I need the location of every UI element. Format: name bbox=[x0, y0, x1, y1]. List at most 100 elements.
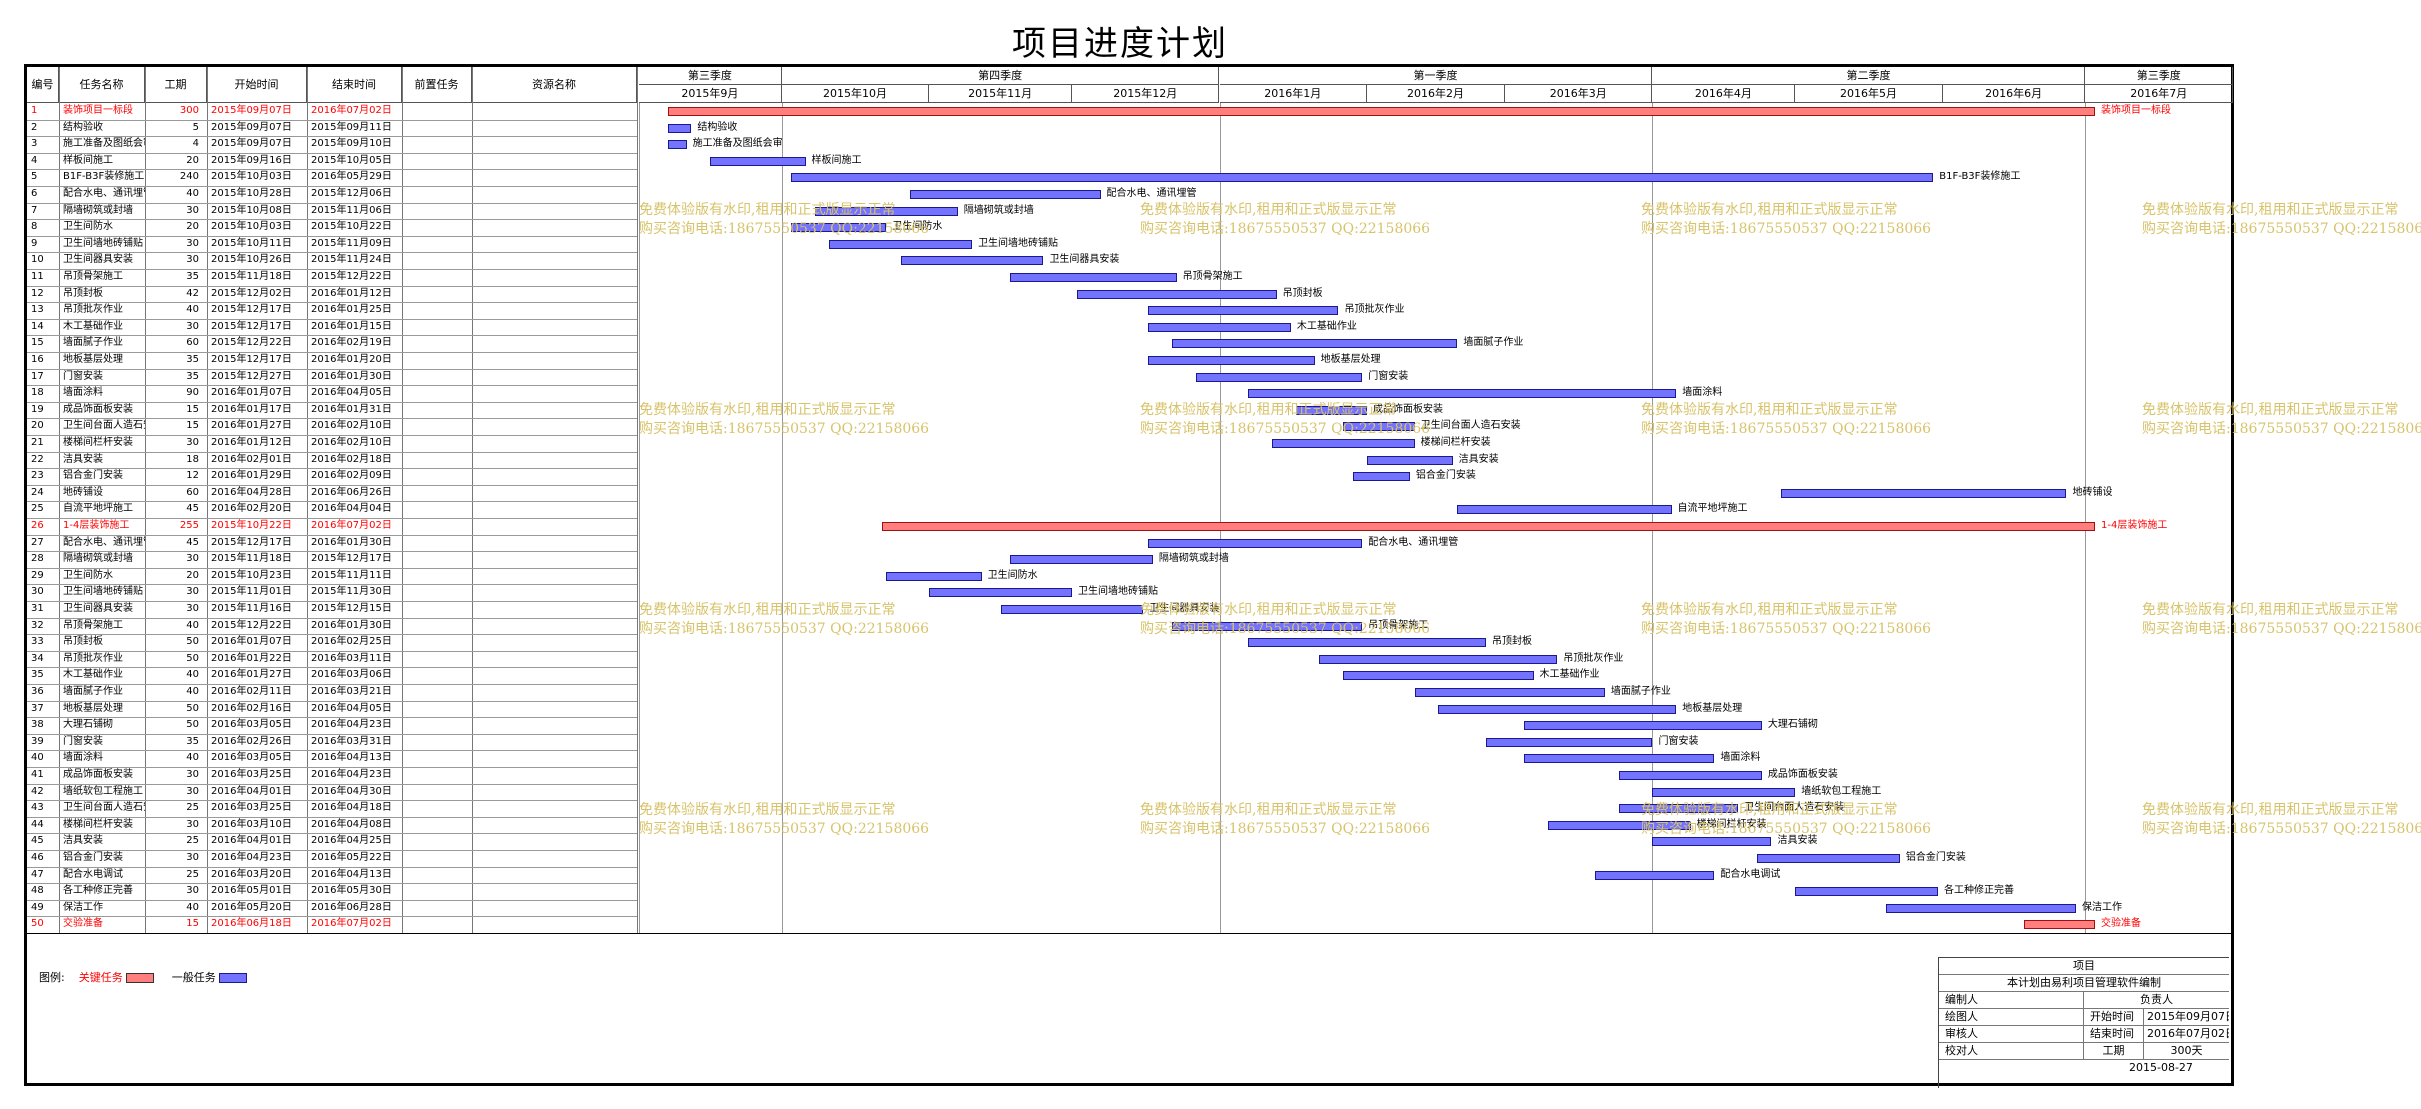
gantt-bar[interactable] bbox=[881, 522, 2095, 531]
gantt-bar[interactable] bbox=[1485, 737, 1653, 747]
task-id-cell: 5 bbox=[31, 171, 38, 183]
watermark-line-2: 购买咨询电话:18675550537 QQ:22158066 bbox=[2142, 621, 2421, 637]
task-start-cell: 2015年11月18日 bbox=[211, 553, 292, 565]
signoff-end-label: 结束时间 bbox=[2084, 1026, 2144, 1043]
gantt-bar[interactable] bbox=[1171, 621, 1363, 631]
table-row-line bbox=[27, 285, 637, 287]
task-id-cell: 34 bbox=[31, 652, 44, 664]
gantt-bar[interactable] bbox=[710, 156, 806, 166]
watermark: 免费体验版有水印,租用和正式版显示正常购买咨询电话:18675550537 QQ… bbox=[1641, 201, 1931, 239]
table-row-line bbox=[27, 186, 637, 187]
table-row-line bbox=[27, 385, 637, 387]
gantt-bar[interactable] bbox=[1619, 804, 1739, 814]
task-name-cell: 隔墙砌筑或封墙 bbox=[63, 204, 133, 216]
task-name-cell: 配合水电调试 bbox=[63, 868, 123, 880]
gantt-bar[interactable] bbox=[1148, 356, 1315, 365]
signoff-date-row: 2015-08-27 bbox=[1939, 1060, 2229, 1077]
gantt-bar[interactable] bbox=[1343, 671, 1534, 681]
gantt-bar[interactable] bbox=[1524, 721, 1762, 731]
table-row-line bbox=[27, 202, 637, 204]
task-end-cell: 2016年04月23日 bbox=[311, 719, 392, 731]
gantt-bar[interactable] bbox=[1352, 472, 1410, 482]
gantt-bar[interactable] bbox=[1171, 339, 1458, 349]
gantt-bar[interactable] bbox=[1619, 771, 1762, 780]
gantt-bar[interactable] bbox=[791, 173, 1934, 183]
gantt-bar[interactable] bbox=[1248, 638, 1486, 648]
column-header-6: 资源名称 bbox=[472, 67, 637, 103]
signoff-compiler: 编制人 bbox=[1939, 992, 2084, 1009]
watermark-line-2: 购买咨询电话:18675550537 QQ:22158066 bbox=[1641, 221, 1932, 237]
task-dur-cell: 240 bbox=[179, 171, 199, 183]
gantt-bar[interactable] bbox=[829, 239, 973, 249]
gantt-bar-label: 隔墙砌筑或封墙 bbox=[963, 204, 1034, 216]
task-name-cell: 卫生间防水 bbox=[63, 569, 113, 581]
gantt-bar-label: 成品饰面板安装 bbox=[1373, 403, 1443, 415]
watermark-line-1: 免费体验版有水印,租用和正式版显示正常 bbox=[639, 802, 896, 818]
gantt-bar-label: 吊顶批灰作业 bbox=[1563, 652, 1624, 664]
task-end-cell: 2016年01月30日 bbox=[311, 619, 392, 631]
task-id-cell: 6 bbox=[31, 188, 38, 199]
gantt-bar[interactable] bbox=[1271, 439, 1415, 448]
gantt-bar[interactable] bbox=[1524, 754, 1715, 764]
gantt-bar-label: 门窗安装 bbox=[1658, 735, 1699, 747]
gantt-bar[interactable] bbox=[1248, 389, 1677, 399]
gantt-bar[interactable] bbox=[1195, 372, 1363, 382]
task-dur-cell: 50 bbox=[186, 652, 199, 664]
task-dur-cell: 255 bbox=[179, 520, 199, 531]
gantt-bar[interactable] bbox=[1547, 820, 1691, 830]
gantt-bar[interactable] bbox=[1885, 903, 2076, 913]
gantt-bar[interactable] bbox=[2023, 920, 2095, 930]
table-row-line bbox=[27, 451, 637, 453]
task-id-cell: 48 bbox=[31, 885, 44, 897]
task-name-cell: 交验准备 bbox=[63, 918, 103, 930]
gantt-bar-label: 门窗安装 bbox=[1368, 370, 1409, 382]
task-start-cell: 2015年09月07日 bbox=[211, 105, 292, 116]
gantt-bar[interactable] bbox=[1010, 555, 1153, 565]
task-end-cell: 2016年04月13日 bbox=[311, 752, 392, 764]
gantt-bar[interactable] bbox=[1457, 505, 1672, 515]
gantt-bar[interactable] bbox=[1148, 538, 1363, 548]
task-name-cell: 配合水电、通讯埋管 bbox=[63, 536, 145, 548]
gantt-bar[interactable] bbox=[929, 588, 1072, 598]
gantt-bar[interactable] bbox=[1148, 306, 1339, 316]
task-start-cell: 2016年01月07日 bbox=[211, 636, 292, 648]
signoff-project: 项目 bbox=[1939, 958, 2229, 975]
gantt-bar[interactable] bbox=[1000, 605, 1144, 614]
gantt-bar[interactable] bbox=[667, 140, 687, 150]
watermark-line-2: 购买咨询电话:18675550537 QQ:22158066 bbox=[2142, 221, 2421, 237]
gantt-bar-label: 交验准备 bbox=[2101, 918, 2141, 930]
gantt-bar[interactable] bbox=[667, 123, 692, 133]
gantt-bar[interactable] bbox=[1757, 854, 1900, 863]
gantt-bar[interactable] bbox=[1343, 422, 1415, 432]
gantt-bar[interactable] bbox=[1367, 455, 1453, 465]
gantt-bar[interactable] bbox=[1595, 870, 1715, 880]
gantt-bar[interactable] bbox=[1414, 688, 1605, 697]
column-header-4: 结束时间 bbox=[307, 67, 402, 103]
gantt-bar[interactable] bbox=[1780, 488, 2067, 498]
gantt-bar[interactable] bbox=[667, 107, 2095, 116]
gantt-bar[interactable] bbox=[1652, 837, 1772, 847]
gantt-bar[interactable] bbox=[1148, 322, 1291, 332]
gantt-bar[interactable] bbox=[1795, 887, 1938, 897]
gantt-bar[interactable] bbox=[1010, 273, 1177, 282]
task-end-cell: 2016年05月22日 bbox=[311, 852, 392, 863]
gantt-bar[interactable] bbox=[1295, 405, 1367, 415]
gantt-bar[interactable] bbox=[791, 223, 887, 233]
gantt-bar[interactable] bbox=[1319, 654, 1558, 664]
signoff-start-label: 开始时间 bbox=[2084, 1009, 2144, 1026]
gantt-bar[interactable] bbox=[910, 190, 1101, 199]
task-id-cell: 33 bbox=[31, 636, 44, 648]
gantt-bar[interactable] bbox=[1076, 289, 1277, 299]
task-id-cell: 11 bbox=[31, 271, 44, 282]
task-name-cell: 卫生间器具安装 bbox=[63, 603, 133, 614]
gantt-bar-label: 成品饰面板安装 bbox=[1767, 769, 1838, 780]
table-row-line bbox=[27, 534, 637, 536]
gantt-bar[interactable] bbox=[1652, 787, 1796, 797]
watermark: 免费体验版有水印,租用和正式版显示正常购买咨询电话:18675550537 QQ… bbox=[2142, 601, 2421, 639]
task-id-cell: 42 bbox=[31, 785, 44, 797]
gantt-bar[interactable] bbox=[900, 256, 1044, 266]
gantt-bar[interactable] bbox=[815, 206, 958, 216]
task-name-cell: 墙面腻子作业 bbox=[63, 686, 123, 697]
gantt-bar[interactable] bbox=[1438, 704, 1677, 714]
gantt-bar[interactable] bbox=[886, 571, 982, 581]
